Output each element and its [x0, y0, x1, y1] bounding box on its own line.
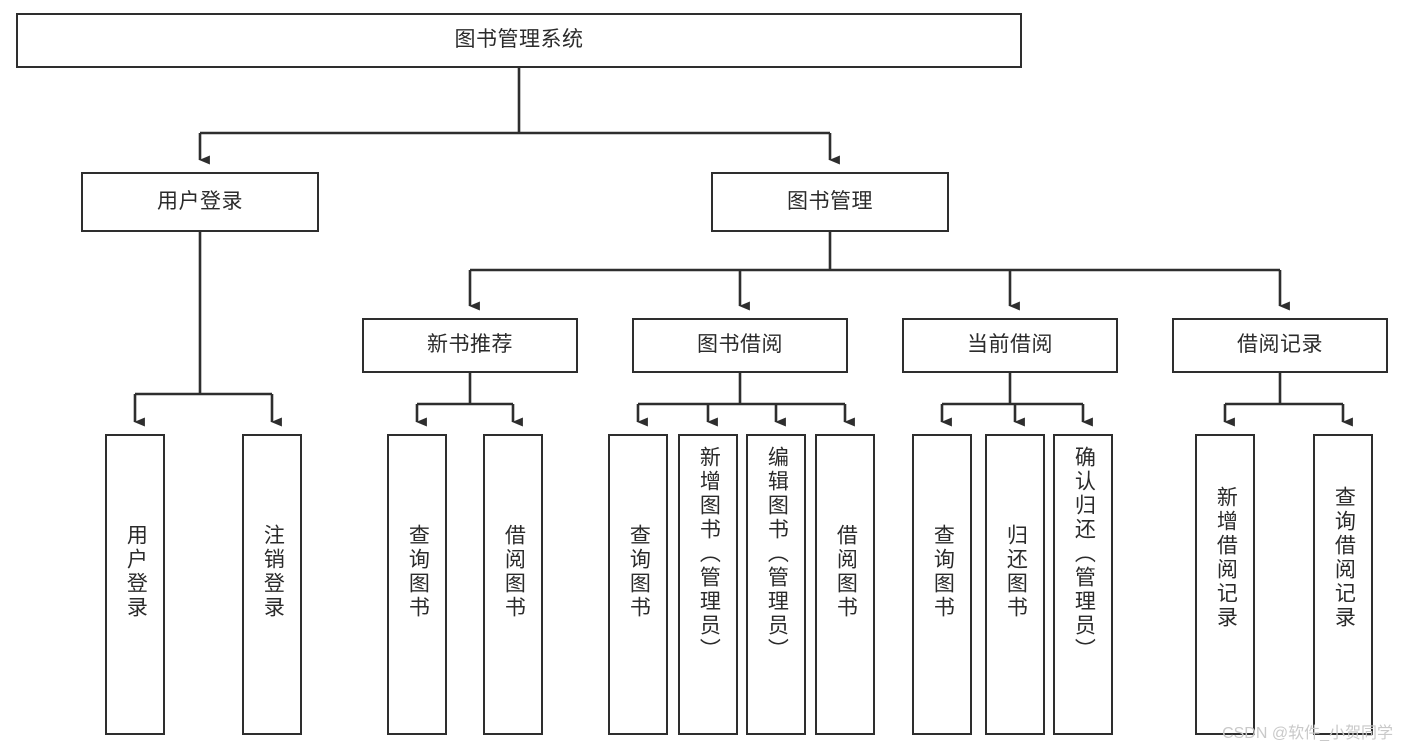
node-new-book-recommend-label: 新书推荐	[427, 333, 513, 357]
leaf-confirm-return-admin[interactable]: 确认归还（管理员）	[1053, 434, 1113, 735]
leaf-query-borrow-record[interactable]: 查询借阅记录	[1313, 434, 1373, 735]
node-book-borrow[interactable]: 图书借阅	[632, 318, 848, 373]
leaf-edit-book-admin[interactable]: 编辑图书（管理员）	[746, 434, 806, 735]
leaf-user-login[interactable]: 用户登录	[105, 434, 165, 735]
leaf-add-borrow-record[interactable]: 新增借阅记录	[1195, 434, 1255, 735]
node-current-borrow-label: 当前借阅	[967, 333, 1053, 357]
leaf-return-book-label: 归还图书	[1004, 524, 1028, 620]
leaf-user-logout[interactable]: 注销登录	[242, 434, 302, 735]
node-book-manage[interactable]: 图书管理	[711, 172, 949, 232]
leaf-borrow-book-rec[interactable]: 借阅图书	[483, 434, 543, 735]
leaf-add-borrow-record-label: 新增借阅记录	[1214, 486, 1238, 630]
node-book-manage-label: 图书管理	[787, 189, 873, 213]
leaf-borrow-book[interactable]: 借阅图书	[815, 434, 875, 735]
leaf-add-book-admin-label: 新增图书（管理员）	[697, 446, 721, 662]
node-borrow-record-label: 借阅记录	[1237, 333, 1323, 357]
node-root[interactable]: 图书管理系统	[16, 13, 1022, 68]
leaf-query-book-rec-label: 查询图书	[406, 524, 430, 620]
csdn-watermark: CSDN @软件_小贺同学	[1222, 725, 1393, 742]
leaf-query-book-borrow[interactable]: 查询图书	[608, 434, 668, 735]
leaf-query-book-rec[interactable]: 查询图书	[387, 434, 447, 735]
node-user-login-label: 用户登录	[157, 189, 243, 213]
node-borrow-record[interactable]: 借阅记录	[1172, 318, 1388, 373]
leaf-query-book-borrow-label: 查询图书	[627, 524, 651, 620]
leaf-user-logout-label: 注销登录	[261, 524, 285, 620]
node-root-label: 图书管理系统	[454, 28, 584, 52]
leaf-edit-book-admin-label: 编辑图书（管理员）	[765, 446, 789, 662]
node-new-book-recommend[interactable]: 新书推荐	[362, 318, 578, 373]
leaf-return-book[interactable]: 归还图书	[985, 434, 1045, 735]
leaf-borrow-book-rec-label: 借阅图书	[502, 524, 526, 620]
node-book-borrow-label: 图书借阅	[697, 333, 783, 357]
node-user-login[interactable]: 用户登录	[81, 172, 319, 232]
leaf-query-book-current-label: 查询图书	[931, 524, 955, 620]
leaf-query-book-current[interactable]: 查询图书	[912, 434, 972, 735]
leaf-user-login-label: 用户登录	[124, 524, 148, 620]
node-current-borrow[interactable]: 当前借阅	[902, 318, 1118, 373]
leaf-query-borrow-record-label: 查询借阅记录	[1332, 486, 1356, 630]
leaf-add-book-admin[interactable]: 新增图书（管理员）	[678, 434, 738, 735]
leaf-confirm-return-admin-label: 确认归还（管理员）	[1072, 446, 1096, 662]
leaf-borrow-book-label: 借阅图书	[834, 524, 858, 620]
